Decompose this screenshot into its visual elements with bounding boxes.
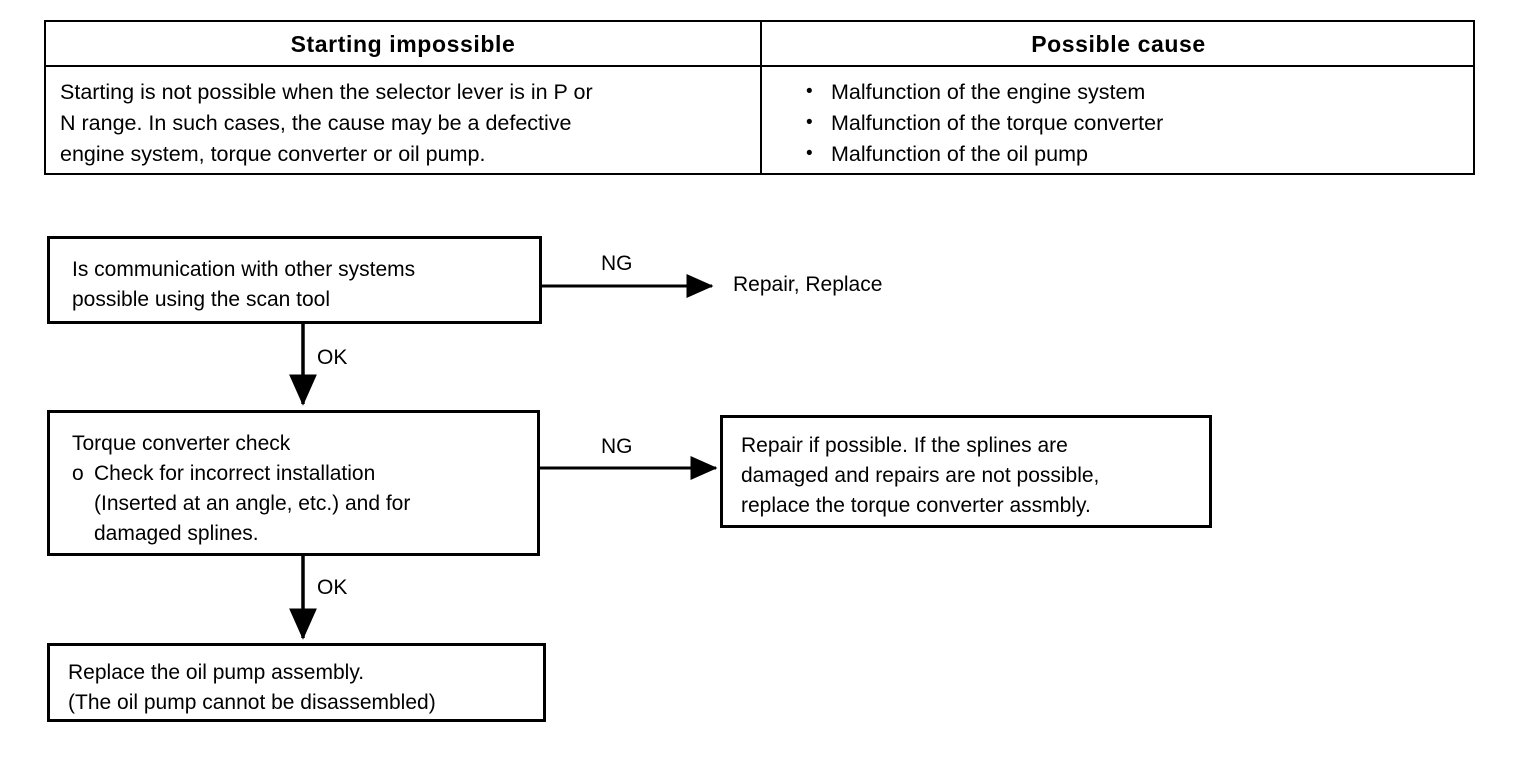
flow-box-tc-title: Torque converter check: [72, 432, 291, 455]
list-item: Malfunction of the oil pump: [804, 138, 1463, 170]
flow-box-replace-oil-pump: Replace the oil pump assembly. (The oil …: [47, 643, 546, 722]
symptom-description-text: Starting is not possible when the select…: [60, 80, 593, 166]
edge-label-ng-scan: NG: [601, 252, 633, 275]
table-header-row: [46, 22, 1473, 67]
flow-box-tc-bullet-row: o Check for incorrect installation: [72, 459, 537, 489]
table-cell-possible-causes: Malfunction of the engine system Malfunc…: [762, 67, 1475, 173]
flow-box-tc-bullet-line-3: damaged splines.: [94, 522, 259, 545]
flow-terminal-repair-replace: Repair, Replace: [733, 273, 883, 296]
bullet-marker-o: o: [72, 462, 84, 485]
flow-box-oil-pump-line-2: (The oil pump cannot be disassembled): [68, 691, 436, 714]
table-cell-symptom-description: Starting is not possible when the select…: [46, 67, 760, 173]
list-item: Malfunction of the torque converter: [804, 107, 1463, 139]
flow-box-tc-bullet-line-1: Check for incorrect installation: [94, 462, 376, 485]
flow-box-tc-bullet-line-2: (Inserted at an angle, etc.) and for: [94, 492, 411, 515]
flow-box-repair-tc-line-3: replace the torque converter assmbly.: [741, 494, 1091, 517]
flow-box-torque-converter-check: Torque converter check o Check for incorr…: [47, 410, 540, 556]
table-header-starting-impossible: Starting impossible: [290, 31, 516, 57]
symptom-cause-table: Starting impossible Possible cause Start…: [44, 20, 1475, 175]
flow-box-scan-line-1: Is communication with other systems: [72, 258, 416, 281]
table-header-possible-cause: Possible cause: [1031, 31, 1206, 57]
flow-box-scan-tool-check: Is communication with other systems poss…: [47, 236, 542, 324]
flow-box-repair-tc-line-2: damaged and repairs are not possible,: [741, 464, 1100, 487]
flow-box-repair-tc-line-1: Repair if possible. If the splines are: [741, 434, 1068, 457]
flow-box-scan-line-2: possible using the scan tool: [72, 288, 330, 311]
edge-label-ok-scan: OK: [317, 346, 348, 369]
flow-box-repair-torque-converter: Repair if possible. If the splines are d…: [720, 415, 1212, 528]
table-column-divider: [760, 22, 762, 173]
edge-label-ng-torque-converter: NG: [601, 435, 633, 458]
possible-cause-list: Malfunction of the engine system Malfunc…: [804, 76, 1463, 170]
edge-label-ok-torque-converter: OK: [317, 576, 348, 599]
flow-box-oil-pump-line-1: Replace the oil pump assembly.: [68, 661, 365, 684]
list-item: Malfunction of the engine system: [804, 76, 1463, 108]
